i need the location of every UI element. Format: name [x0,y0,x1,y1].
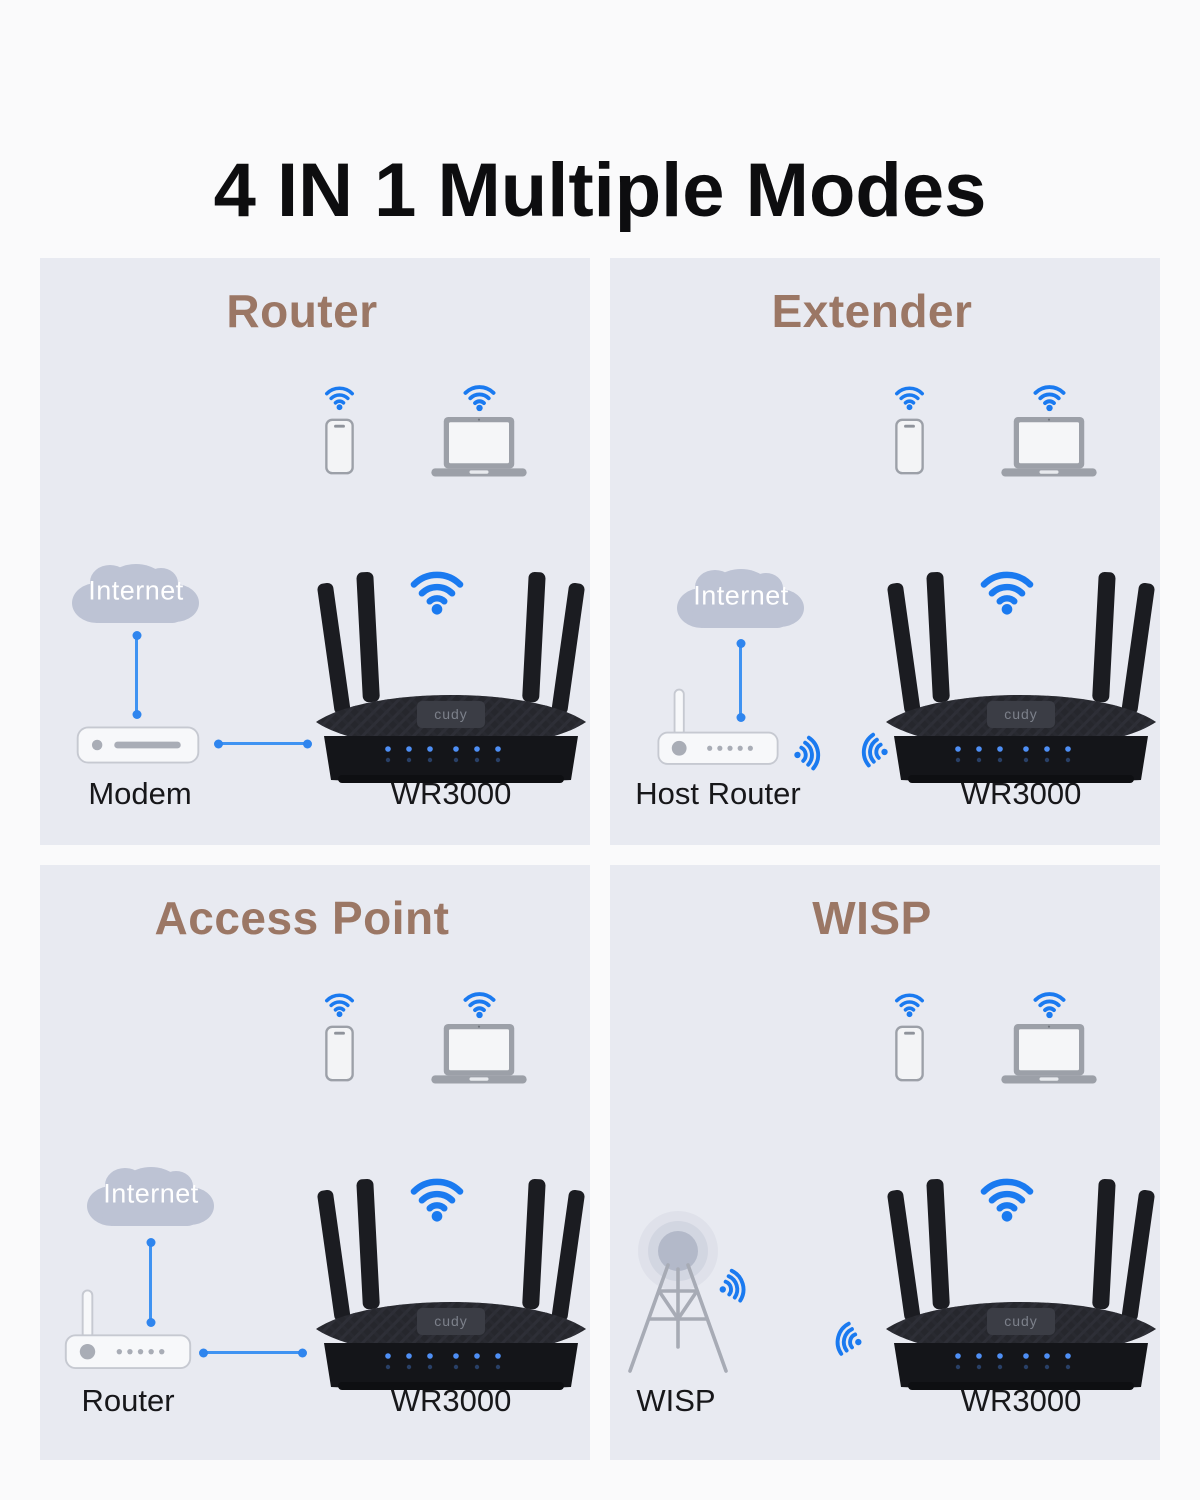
product-label: WR3000 [960,1383,1082,1418]
wr3000-router-image: cudy [886,1179,1156,1390]
wifi-icon [463,992,495,1019]
radio-tower-icon [628,1211,728,1373]
laptop-client [1001,985,1097,1084]
wifi-icon [1033,385,1065,412]
panel-router: Router [40,258,590,845]
laptop-client [431,985,527,1084]
cloud-icon [72,564,199,623]
wifi-icon [463,385,495,412]
panel-extender: Extender [610,258,1160,845]
cloud-label: Internet [693,580,789,611]
device-label: Router [81,1383,175,1418]
panel-heading: Router [226,285,378,337]
product-label: WR3000 [960,776,1082,811]
panel-heading: Extender [771,285,973,337]
phone-icon [894,418,924,475]
cloud-label: Internet [103,1178,199,1209]
laptop-icon [431,1024,527,1084]
laptop-icon [1001,417,1097,477]
laptop-icon [431,417,527,477]
wifi-icon [894,993,924,1018]
phone-icon [894,1025,924,1082]
wr3000-product: cudy WR3000 [878,1167,1164,1429]
horizontal-connector [203,1351,303,1354]
phone-icon [324,418,354,475]
device-label: Host Router [635,776,801,811]
vertical-connector [149,1242,152,1323]
wifi-icon [894,386,924,411]
wifi-icon [324,386,354,411]
wifi-signal-right-icon [794,735,821,771]
panel-heading: Access Point [154,892,450,944]
laptop-client [1001,378,1097,477]
device-label: Modem [88,776,192,811]
device-label: WISP [636,1383,716,1418]
product-label: WR3000 [390,1383,512,1418]
cudy-logo-text: cudy [434,1313,468,1329]
wifi-router-icon [64,1289,192,1370]
wr3000-product: cudy WR3000 [878,560,1164,822]
wr3000-router-image: cudy [316,572,586,783]
panel-wisp: WISP [610,865,1160,1460]
wr3000-product: cudy WR3000 [308,560,594,822]
product-label: WR3000 [390,776,512,811]
panel-heading: WISP [812,892,932,944]
phone-client [309,380,369,475]
wifi-signal-left-icon [835,1321,862,1356]
laptop-client [431,378,527,477]
wifi-router-icon [657,688,779,765]
internet-cloud: Internet [61,556,211,628]
cudy-logo-text: cudy [434,706,468,722]
vertical-connector [739,643,742,718]
wifi-icon [1033,992,1065,1019]
internet-cloud: Internet [666,561,816,633]
wifi-icon [980,1178,1034,1222]
horizontal-connector [218,742,308,745]
cloud-icon [677,569,804,628]
phone-client [879,380,939,475]
cudy-logo-text: cudy [1004,1313,1038,1329]
wifi-icon [410,1178,464,1222]
wifi-icon [410,571,464,615]
cloud-icon [87,1167,214,1226]
modem-icon [76,726,200,764]
vertical-connector [135,635,138,715]
wifi-icon [980,571,1034,615]
cudy-logo-text: cudy [1004,706,1038,722]
cloud-label: Internet [88,575,184,606]
wr3000-router-image: cudy [316,1179,586,1390]
wifi-signal-right-icon [719,1268,746,1303]
panel-access-point: Access Point [40,865,590,1460]
phone-client [309,987,369,1082]
wr3000-product: cudy WR3000 [308,1167,594,1429]
phone-icon [324,1025,354,1082]
wifi-icon [324,993,354,1018]
wr3000-router-image: cudy [886,572,1156,783]
wifi-signal-left-icon [861,732,888,768]
laptop-icon [1001,1024,1097,1084]
internet-cloud: Internet [76,1159,226,1231]
phone-client [879,987,939,1082]
page-title: 4 IN 1 Multiple Modes [213,147,987,233]
